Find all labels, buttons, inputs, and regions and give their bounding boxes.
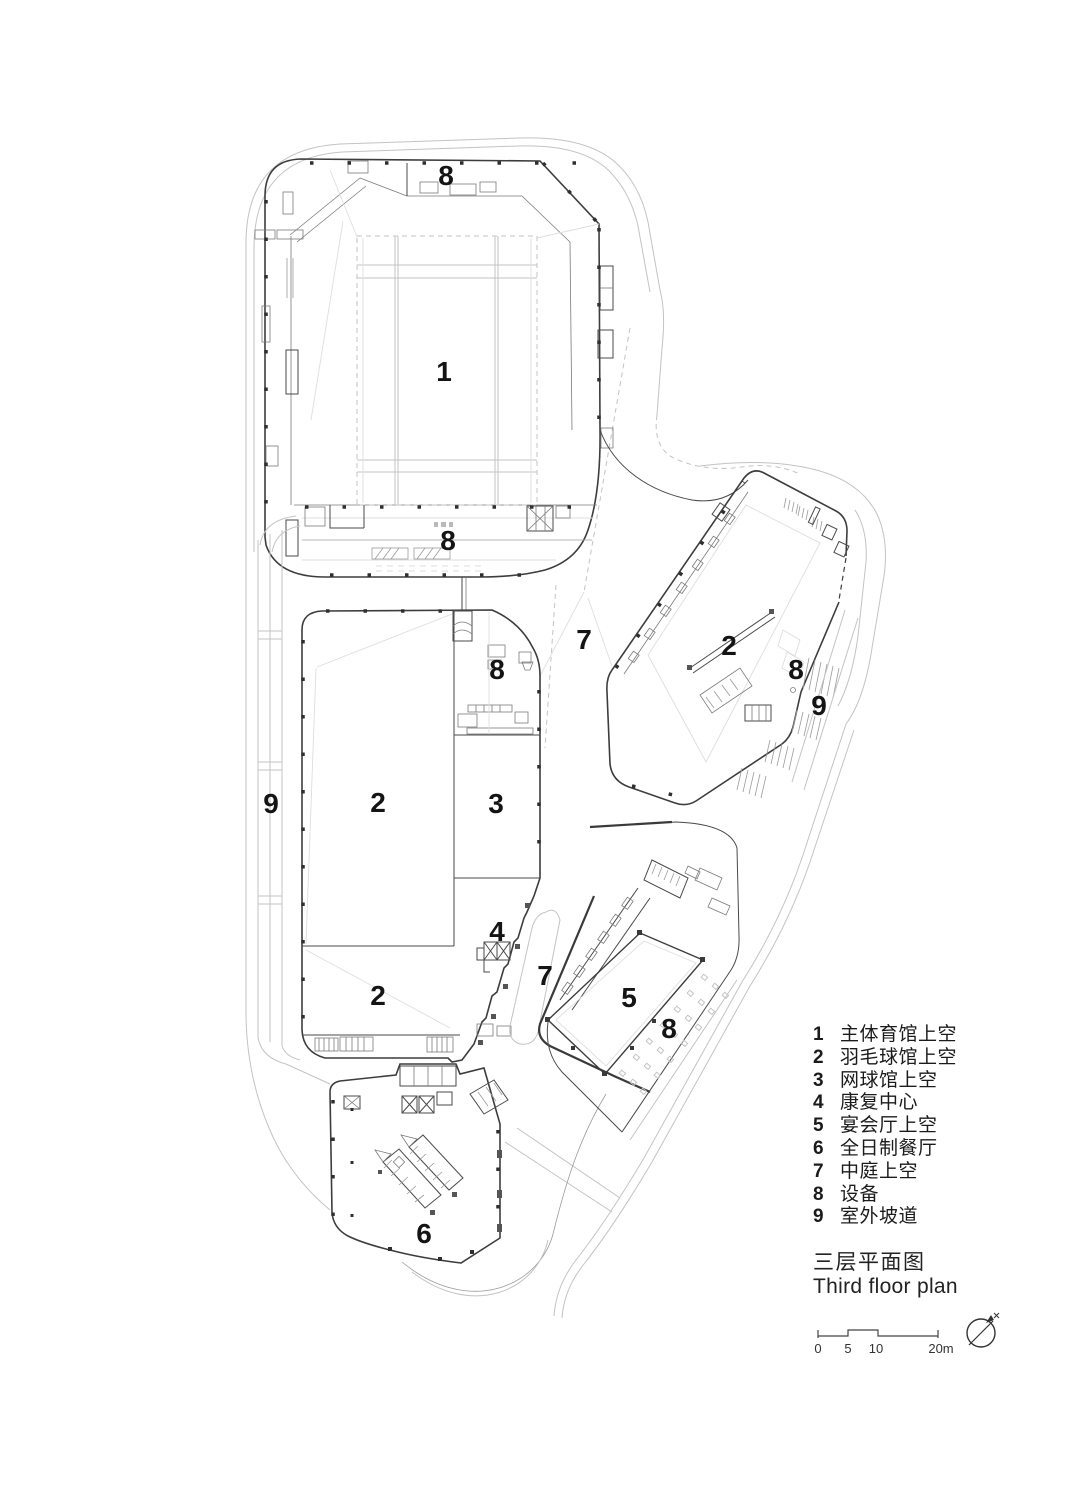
scale-bar: 0 5 10 20m bbox=[814, 1329, 954, 1356]
legend-item-label: 羽毛球馆上空 bbox=[840, 1046, 958, 1068]
room-label: 8 bbox=[489, 654, 505, 685]
legend-item-number: 5 bbox=[813, 1115, 824, 1137]
room-label: 5 bbox=[621, 982, 637, 1013]
legend-item-label: 室外坡道 bbox=[840, 1206, 919, 1228]
north-arrow-icon bbox=[966, 1312, 1000, 1348]
legend-item: 2 羽毛球馆上空 bbox=[813, 1047, 957, 1070]
legend-item-label: 全日制餐厅 bbox=[840, 1137, 938, 1159]
left-outdoor-ramp bbox=[257, 515, 331, 1085]
legend-item-label: 宴会厅上空 bbox=[840, 1115, 938, 1137]
legend-item: 9 室外坡道 bbox=[813, 1206, 957, 1229]
drawing-title: 三层平面图 Third floor plan bbox=[813, 1251, 958, 1299]
room-label: 7 bbox=[576, 624, 592, 655]
ramp-hatching bbox=[736, 657, 840, 799]
main-gym-building bbox=[254, 158, 749, 611]
legend-item: 5 宴会厅上空 bbox=[813, 1115, 957, 1138]
legend-item-label: 中庭上空 bbox=[840, 1160, 919, 1182]
scale-tick-0: 0 bbox=[814, 1341, 821, 1356]
scale-tick-5: 5 bbox=[844, 1341, 851, 1356]
legend-item: 3 网球馆上空 bbox=[813, 1070, 957, 1093]
restaurant-building bbox=[329, 1063, 509, 1264]
room-label: 6 bbox=[416, 1218, 432, 1249]
room-label: 2 bbox=[370, 787, 386, 818]
drawing-title-en: Third floor plan bbox=[813, 1275, 958, 1298]
legend-item: 8 设备 bbox=[813, 1184, 957, 1207]
legend-item-number: 3 bbox=[813, 1069, 824, 1091]
legend-item-number: 7 bbox=[813, 1160, 824, 1182]
legend-item-label: 主体育馆上空 bbox=[840, 1024, 958, 1045]
room-label: 2 bbox=[370, 980, 386, 1011]
legend-item: 1 主体育馆上空 bbox=[813, 1024, 957, 1047]
legend-item-label: 设备 bbox=[840, 1183, 880, 1205]
legend-item-number: 2 bbox=[813, 1046, 824, 1068]
legend-item: 6 全日制餐厅 bbox=[813, 1138, 957, 1161]
room-label: 8 bbox=[440, 525, 456, 556]
drawing-title-zh: 三层平面图 bbox=[813, 1251, 926, 1274]
room-label: 4 bbox=[489, 916, 505, 947]
legend-item: 7 中庭上空 bbox=[813, 1161, 957, 1184]
legend-item-number: 1 bbox=[813, 1024, 824, 1045]
room-label: 8 bbox=[788, 654, 804, 685]
legend-item-label: 康复中心 bbox=[840, 1092, 919, 1114]
legend-item-label: 网球馆上空 bbox=[840, 1069, 938, 1091]
room-labels: 8 1 8 7 2 8 9 8 9 2 3 4 7 2 5 8 6 bbox=[263, 160, 827, 1249]
legend-item-number: 9 bbox=[813, 1206, 824, 1228]
kitchen-islands bbox=[382, 1134, 464, 1209]
room-label: 8 bbox=[661, 1013, 677, 1044]
scale-tick-20: 20m bbox=[928, 1341, 953, 1356]
legend: 1 主体育馆上空 2 羽毛球馆上空 3 网球馆上空 4 康复中心 5 宴会厅上空 6 全日制… bbox=[813, 1024, 957, 1229]
site-boundary-lines bbox=[245, 137, 886, 1319]
room-label: 7 bbox=[537, 960, 553, 991]
legend-item-number: 4 bbox=[813, 1092, 824, 1114]
banquet-hall-building bbox=[545, 820, 740, 1141]
atrium-band bbox=[509, 887, 651, 1133]
room-label: 3 bbox=[488, 788, 504, 819]
legend-item-number: 8 bbox=[813, 1183, 824, 1205]
scale-tick-10: 10 bbox=[869, 1341, 883, 1356]
room-label: 9 bbox=[263, 788, 279, 819]
seating-dots bbox=[618, 973, 730, 1096]
legend-item: 4 康复中心 bbox=[813, 1092, 957, 1115]
room-label: 9 bbox=[811, 690, 827, 721]
legend-item-number: 6 bbox=[813, 1137, 824, 1159]
right-badminton-building bbox=[606, 470, 859, 806]
room-label: 2 bbox=[721, 630, 737, 661]
room-label: 8 bbox=[438, 160, 454, 191]
badminton-tennis-building bbox=[301, 609, 541, 1063]
room-label: 1 bbox=[436, 356, 452, 387]
